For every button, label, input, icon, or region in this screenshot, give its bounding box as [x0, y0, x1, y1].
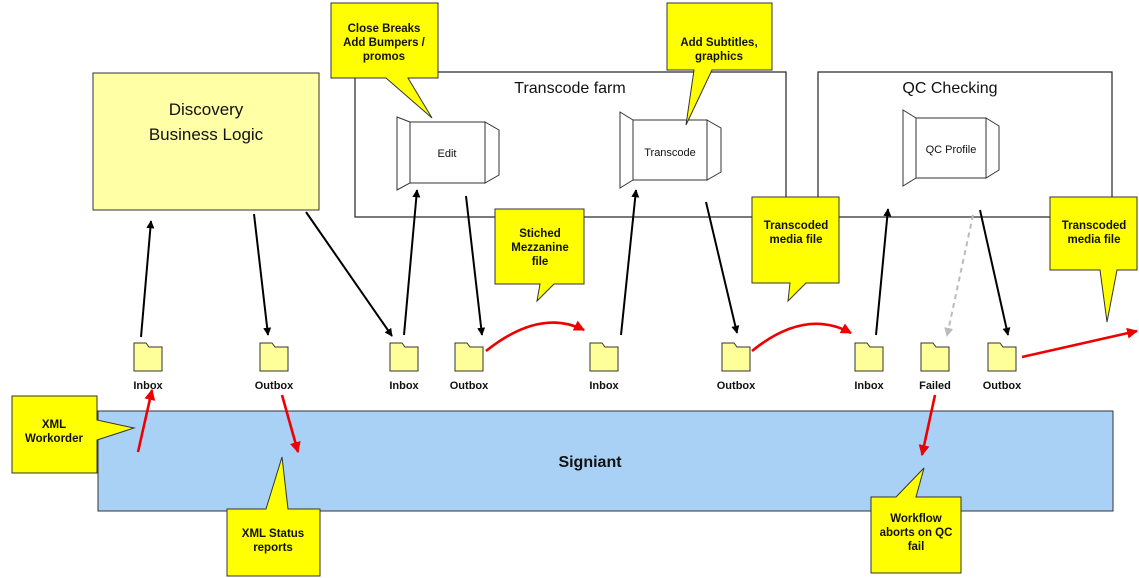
folder-label: Inbox [389, 380, 419, 392]
arrow-transcode-to-outbox [705, 201, 740, 334]
arrow-qc-to-failed [944, 214, 974, 337]
callout-stiched-line3: file [532, 256, 549, 268]
callout-transcoded-2-line2: media file [1067, 234, 1120, 246]
folder-icon: Outbox [255, 342, 294, 392]
callout-close-breaks-line3: promos [363, 51, 405, 63]
callout-close-breaks-line2: Add Bumpers / [343, 37, 426, 49]
callout-xml-status-line1: XML Status [242, 528, 304, 540]
folder-label: Failed [919, 380, 951, 392]
red-arrow-outbox-to-offscreen [1021, 327, 1139, 359]
business-logic-title-line1: Discovery [169, 100, 244, 119]
signiant-band: Signiant [97, 410, 1114, 512]
red-arrow-outbox-to-status [280, 394, 301, 454]
callout-add-subtitles-line2: graphics [695, 51, 743, 63]
red-arrow-failed-to-abort [918, 394, 937, 457]
qc-profile-processor: QC Profile [902, 109, 1000, 187]
arrow-inbox-to-transcode [620, 189, 640, 336]
folder-label: Inbox [589, 380, 619, 392]
callout-workflow-aborts-line3: fail [908, 541, 925, 553]
transcode-processor: Transcode [619, 111, 722, 189]
folder-icon: Inbox [589, 342, 620, 392]
transcode-label: Transcode [644, 147, 696, 159]
folder-label: Outbox [255, 380, 294, 392]
callout-stiched-line2: Mezzanine [511, 242, 569, 254]
callout-xml-workorder-line1: XML [42, 419, 66, 431]
qc-checking-title: QC Checking [902, 80, 997, 97]
transfer-arrows [136, 320, 1139, 457]
business-logic-title-line2: Business Logic [149, 125, 264, 144]
qc-profile-label: QC Profile [926, 144, 977, 156]
folder-icon: Inbox [389, 342, 420, 392]
arrow-inbox-to-qc [875, 208, 892, 336]
folder-label: Outbox [717, 380, 756, 392]
callout-xml-workorder: XML Workorder [11, 395, 136, 474]
callout-transcoded-2-line1: Transcoded [1062, 220, 1127, 232]
flow-arrows [140, 189, 1011, 338]
arrow-logic-to-outbox [253, 213, 272, 336]
business-logic-box: Discovery Business Logic [92, 72, 320, 211]
callout-xml-workorder-line2: Workorder [25, 433, 83, 445]
folder-row: Inbox Outbox Inbox Outbox Inbox Outbox Inbox Fa… [133, 342, 1022, 392]
folder-label: Outbox [983, 380, 1022, 392]
edit-label: Edit [438, 148, 457, 160]
folder-label: Inbox [854, 380, 884, 392]
callout-add-subtitles-line1: Add Subtitles, [680, 37, 757, 49]
red-arrow-transcode-out-to-qc-in [751, 322, 852, 353]
arrow-inbox-to-edit [403, 189, 421, 336]
arrow-edit-to-outbox [465, 195, 486, 336]
callout-transcoded-1-line1: Transcoded [764, 220, 829, 232]
callout-xml-status-line2: reports [253, 542, 293, 554]
callout-close-breaks: Close Breaks Add Bumpers / promos [330, 2, 439, 119]
red-arrow-workorder-to-inbox [136, 388, 156, 453]
callout-add-subtitles: Add Subtitles, graphics [666, 2, 773, 126]
callout-close-breaks-line1: Close Breaks [348, 23, 421, 35]
signiant-label: Signiant [558, 454, 622, 471]
folder-icon: Outbox [983, 342, 1022, 392]
folder-label: Inbox [133, 380, 163, 392]
callout-workflow-aborts-line1: Workflow [890, 513, 942, 525]
folder-icon: Outbox [450, 342, 489, 392]
callout-stiched-line1: Stiched [519, 228, 561, 240]
folder-icon: Inbox [133, 342, 164, 392]
callout-workflow-aborts-line2: aborts on QC [880, 527, 953, 539]
folder-label: Outbox [450, 380, 489, 392]
red-arrow-edit-out-to-transcode-in [485, 320, 585, 353]
folder-icon: Inbox [854, 342, 885, 392]
transcode-farm-title: Transcode farm [514, 80, 625, 97]
arrow-inbox-to-logic [140, 220, 155, 338]
arrow-qc-to-outbox [979, 209, 1011, 336]
callout-xml-status: XML Status reports [226, 456, 321, 577]
callout-transcoded-1-line2: media file [769, 234, 822, 246]
callout-stiched: Stiched Mezzanine file [494, 208, 585, 303]
callout-transcoded-1: Transcoded media file [751, 196, 840, 303]
edit-processor: Edit [396, 116, 500, 191]
folder-icon: Outbox [717, 342, 756, 392]
folder-icon: Failed [919, 342, 951, 392]
arrow-logic-to-edit-inbox [305, 211, 393, 337]
callout-transcoded-2: Transcoded media file [1049, 196, 1138, 323]
callout-workflow-aborts: Workflow aborts on QC fail [870, 467, 962, 574]
